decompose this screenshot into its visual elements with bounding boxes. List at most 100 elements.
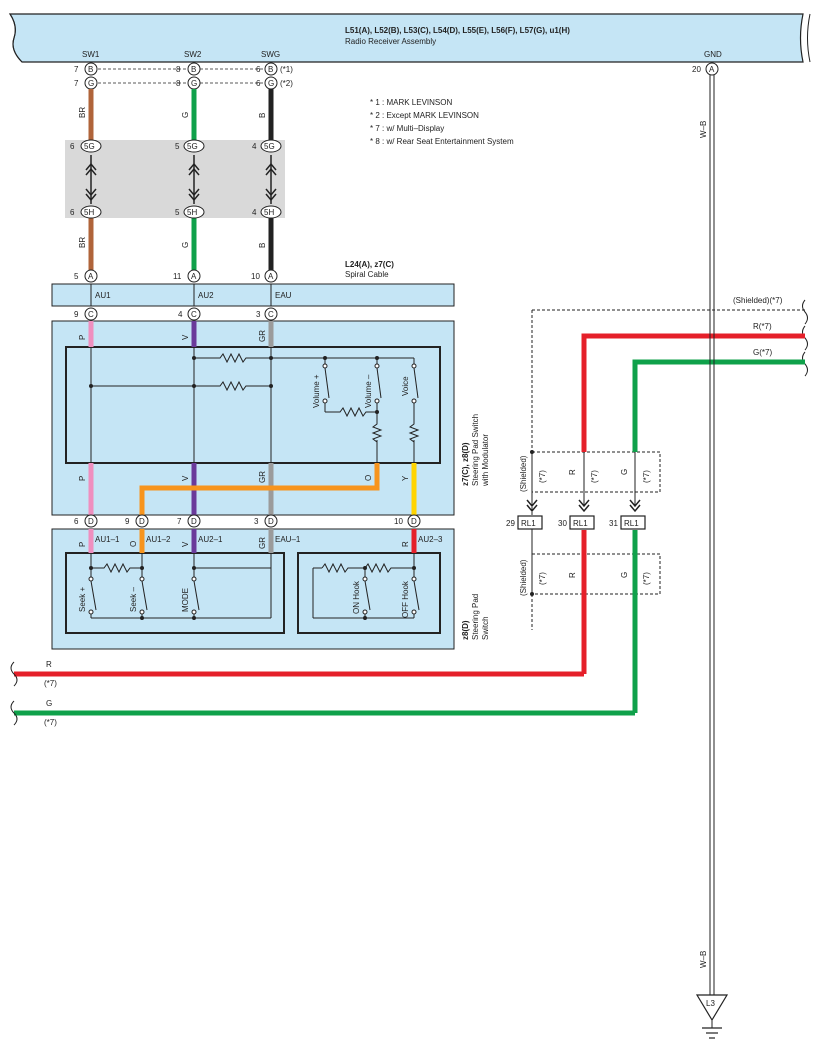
wire-color-p: P [78,335,87,340]
ground-label: L3 [706,999,715,1008]
pin-num: 5 [74,272,79,281]
term-au2: AU2 [198,291,214,300]
gnd-pin-num: 20 [692,65,701,74]
pin-letter: 5G [84,142,95,151]
gnd-pin-letter: A [709,65,715,74]
pin-num: 11 [173,272,182,281]
wire-color-o: O [364,475,373,481]
pin-num: 4 [178,310,183,319]
modulator-sub1: Steering Pad Switch [471,414,480,486]
left-g-label: G [46,699,52,708]
pad-sub1: Steering Pad [471,594,480,640]
switch-on-hook: ON Hook [352,580,361,614]
spiral-cable: L24(A), z7(C) Spiral Cable 5 A 11 A 10 A… [51,260,455,321]
pin-num: 6 [70,142,75,151]
note-2: * 2 : Except MARK LEVINSON [370,111,479,120]
wire-color-p: P [78,542,87,547]
pin-letter: B [88,65,93,74]
term-eau: EAU [275,291,292,300]
left-r-label: R [46,660,52,669]
pin-num: 30 [558,519,567,528]
pin-num: 10 [394,517,403,526]
star7-label: (*7) [538,572,547,585]
harness-wires: R (*7) G (*7) [10,333,805,727]
pin-note: (*2) [280,79,293,88]
steering-pad-switch-modulator: P V GR P V GR O Y [51,320,490,516]
wire-color-v: V [181,475,190,481]
r-label: R [568,572,577,578]
pin-letter: 5G [187,142,198,151]
wire-color-r: R [401,541,410,547]
pin-letter: 5H [264,208,274,217]
term-au1-1: AU1–1 [95,535,120,544]
receiver-pin-rows: 7 B 8 B 6 B (*1) 7 G 8 G 6 G (*2) 20 A [74,62,719,90]
spiral-title: L24(A), z7(C) [345,260,394,269]
pad-sub2: Switch [481,616,490,640]
spiral-subtitle: Spiral Cable [345,270,389,279]
pin-num: 8 [176,65,181,74]
pin-letter: D [268,517,274,526]
pin-num: 7 [74,79,79,88]
wire-color-p: P [78,476,87,481]
shielded-section: (Shielded)(*7) R(*7) G(*7) (Shielded) (*… [519,296,808,630]
pin-connector: RL1 [521,519,536,528]
pin-letter: C [88,310,94,319]
pin-num: 6 [256,79,261,88]
pin-num: 7 [74,65,79,74]
shield-label-g: G(*7) [753,348,772,357]
pin-num: 29 [506,519,515,528]
pin-letter: 5H [187,208,197,217]
star7-label: (*7) [538,470,547,483]
pin-letter: D [139,517,145,526]
switch-seek-up: Seek + [78,587,87,612]
terminal-sw1: SW1 [82,50,100,59]
receiver-title: L51(A), L52(B), L53(C), L54(D), L55(E), … [345,26,570,35]
pin-connector: RL1 [624,519,639,528]
note-4: * 8 : w/ Rear Seat Entertainment System [370,137,514,146]
pin-letter: A [88,272,94,281]
notes: * 1 : MARK LEVINSON * 2 : Except MARK LE… [370,98,514,146]
pin-letter: A [268,272,274,281]
wire-color-b: B [258,243,267,248]
pin-num: 3 [254,517,259,526]
wire-color-b: B [258,113,267,118]
wire-color-gr: GR [258,537,267,549]
term-au2-1: AU2–1 [198,535,223,544]
pin-num: 7 [177,517,182,526]
junction-pins: 6 5G 5 5G 4 5G 6 5H 5 5H 4 5H [70,139,282,219]
pin-num: 31 [609,519,618,528]
receiver-subtitle: Radio Receiver Assembly [345,37,436,46]
star7-label: (*7) [642,470,651,483]
wire-color-o: O [129,541,138,547]
pin-connector: RL1 [573,519,588,528]
term-au2-3: AU2–3 [418,535,443,544]
wire-color-v: V [181,334,190,340]
pin-num: 9 [125,517,130,526]
terminal-sw2: SW2 [184,50,202,59]
pin-letter: C [191,310,197,319]
pin-letter: G [268,79,274,88]
terminal-gnd: GND [704,50,722,59]
wire-color-br: BR [78,237,87,248]
switch-bottom-pins: 6 D 9 D 7 D 3 D 10 D [74,514,421,528]
pin-num: 6 [74,517,79,526]
pin-num: 5 [175,142,180,151]
gnd-wire-color: W–B [699,951,708,968]
g-label: G [620,469,629,475]
switch-off-hook: OFF Hook [401,580,410,618]
rl1-pins: 29 RL1 30 RL1 31 RL1 [506,515,646,530]
modulator-title: z7(C), z8(D) [461,442,470,486]
pin-num: 6 [256,65,261,74]
shielded-label: (Shielded) [519,455,528,492]
pin-letter: A [191,272,197,281]
term-au1: AU1 [95,291,111,300]
pin-num: 6 [70,208,75,217]
shielded-label: (Shielded) [519,559,528,596]
wire-color-br: BR [78,107,87,118]
shield-label-r: R(*7) [753,322,772,331]
pin-letter: 5H [84,208,94,217]
wire-color-g: G [181,242,190,248]
star7-label: (*7) [590,470,599,483]
shield-label-top: (Shielded)(*7) [733,296,783,305]
